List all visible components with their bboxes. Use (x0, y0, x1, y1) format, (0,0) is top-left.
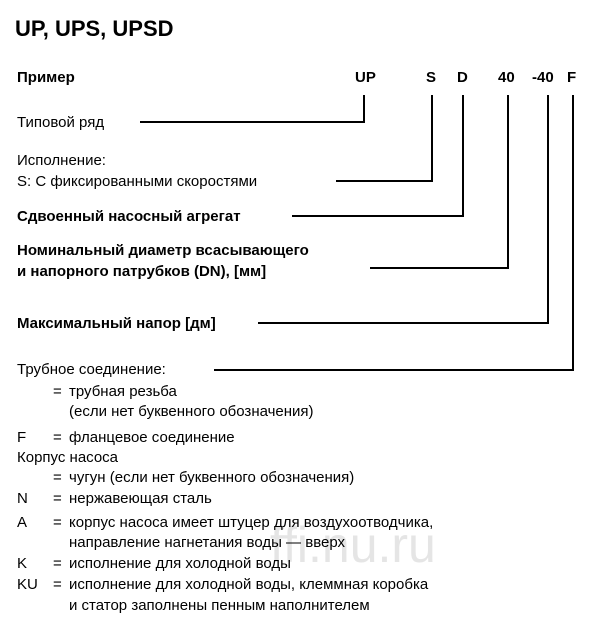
legend-eq: = (53, 576, 62, 593)
legend-code: KU (17, 576, 38, 593)
legend-text: корпус насоса имеет штуцер для воздухоот… (69, 514, 434, 531)
page-title: UP, UPS, UPSD (15, 16, 174, 41)
legend-text: исполнение для холодной воды (69, 555, 291, 572)
legend-eq: = (53, 514, 62, 531)
connector-head (258, 95, 549, 324)
connector-s (336, 95, 433, 182)
legend-eq: = (53, 555, 62, 572)
row-pipe: Трубное соединение: (17, 361, 166, 378)
connector-up (140, 95, 365, 123)
row-series: Типовой ряд (17, 114, 105, 131)
legend-code: A (17, 514, 28, 531)
legend-eq: = (53, 469, 62, 486)
code-head: -40 (532, 69, 554, 86)
connector-d (292, 95, 464, 217)
legend-eq: = (53, 429, 62, 446)
legend-code: K (17, 555, 28, 572)
legend-text: направление нагнетания воды — вверх (69, 534, 346, 551)
legend-eq: = (53, 490, 62, 507)
connector-dn (370, 95, 509, 269)
code-connection: F (567, 69, 577, 86)
code-up: UP (355, 69, 376, 86)
legend-eq: = (53, 383, 62, 400)
code-s: S (426, 69, 437, 86)
row-dn-line1: Номинальный диаметр всасывающего (17, 242, 309, 259)
legend-code: N (17, 490, 28, 507)
legend-text: исполнение для холодной воды, клеммная к… (69, 576, 429, 593)
row-execution-s: S: С фиксированными скоростями (17, 173, 258, 190)
legend-text: нержавеющая сталь (69, 490, 212, 507)
code-dn: 40 (498, 69, 515, 86)
code-d: D (457, 69, 468, 86)
legend-text: (если нет буквенного обозначения) (69, 403, 314, 420)
legend-text: и статор заполнены пенным наполнителем (69, 597, 370, 614)
legend-code: F (17, 429, 27, 446)
legend-text: фланцевое соединение (69, 429, 235, 446)
connector-pipe (214, 95, 574, 371)
legend-text: трубная резьба (69, 383, 177, 400)
example-label: Пример (17, 69, 75, 86)
row-execution-heading: Исполнение: (17, 152, 106, 169)
row-head: Максимальный напор [дм] (17, 315, 216, 332)
row-dn-line2: и напорного патрубков (DN), [мм] (17, 263, 267, 280)
legend-code: Корпус насоса (17, 449, 119, 466)
legend-text: чугун (если нет буквенного обозначения) (69, 469, 355, 486)
watermark: ffi.nu.ru (270, 517, 436, 573)
row-twin: Сдвоенный насосный агрегат (17, 208, 241, 225)
